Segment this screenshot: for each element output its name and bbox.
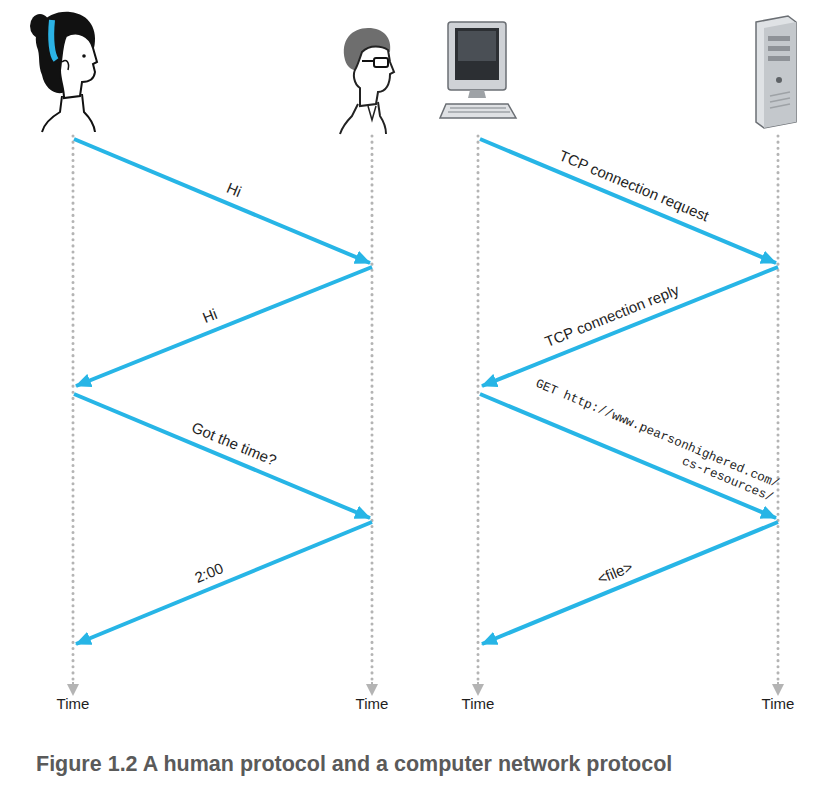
message-arrow [74,139,778,644]
figure-caption: Figure 1.2 A human protocol and a comput… [36,752,672,777]
message-label: TCP connection request [557,148,711,225]
computer-icon [440,22,516,118]
message-label: 2:00 [193,560,226,586]
timeline [73,136,778,680]
time-axis-label: Time [356,696,389,712]
server-icon [756,16,796,128]
man-icon [340,28,394,134]
woman-icon [30,12,97,132]
message-label: Hi [224,180,243,200]
time-axis-label: Time [762,696,795,712]
time-axis-label: Time [57,696,90,712]
message-label: Hi [200,306,219,326]
http-request-label: GET http://www.pearsonhighered.com/ cs-r… [511,370,781,506]
timeline-arrow [73,682,778,690]
message-label: TCP connection reply [543,282,682,350]
time-axis-label: Time [462,696,495,712]
